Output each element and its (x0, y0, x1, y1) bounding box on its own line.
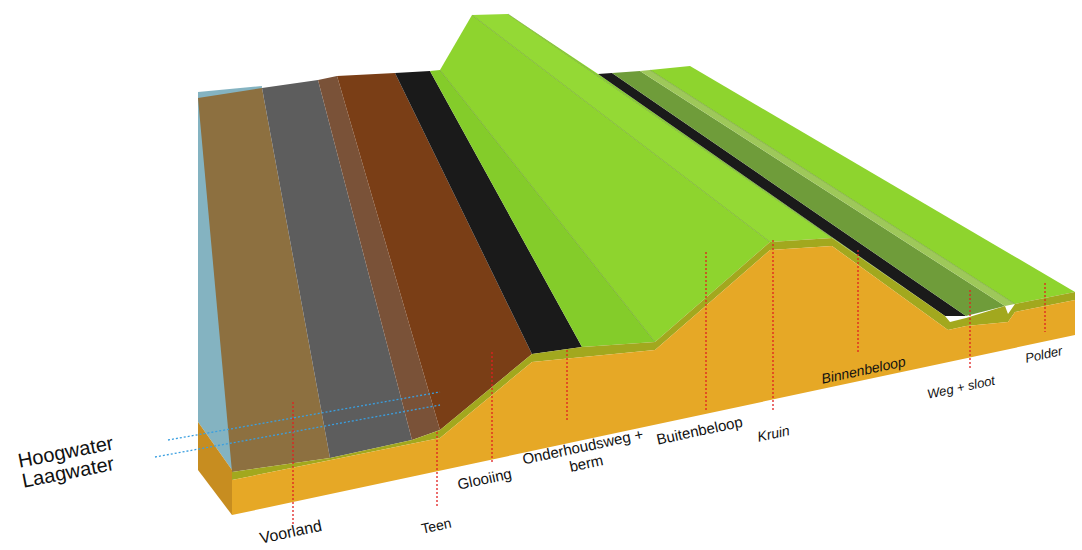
side-face (198, 422, 232, 515)
part-label: Glooiing (456, 466, 513, 494)
binnenbeloop-strip (508, 14, 945, 316)
part-label: Kruin (756, 423, 791, 445)
part-label: Teen (420, 516, 453, 537)
part-label: Weg + sloot (926, 374, 996, 402)
part-label: Polder (1024, 344, 1064, 366)
part-label: Voorland (258, 517, 323, 547)
dike-body (232, 246, 1075, 515)
